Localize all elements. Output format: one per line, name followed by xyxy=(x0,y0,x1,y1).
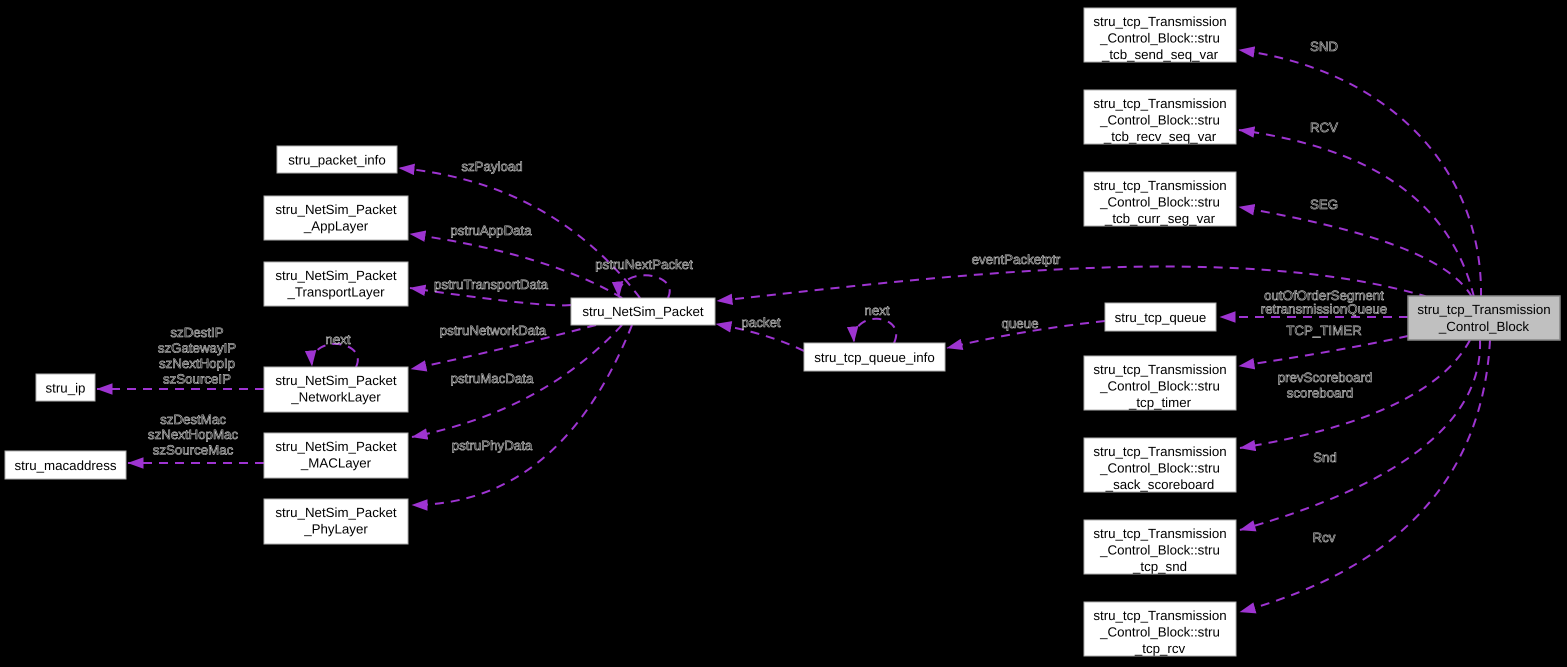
svg-text:next: next xyxy=(325,332,350,347)
svg-text:szSourceIP: szSourceIP xyxy=(163,372,231,387)
svg-text:retransmissionQueue: retransmissionQueue xyxy=(1261,302,1387,317)
svg-text:stru_NetSim_Packet: stru_NetSim_Packet xyxy=(582,304,704,319)
svg-text:_AppLayer: _AppLayer xyxy=(303,219,369,234)
svg-text:szPayload: szPayload xyxy=(461,159,522,174)
svg-text:_sack_scoreboard: _sack_scoreboard xyxy=(1105,477,1215,492)
svg-text:_tcp_rcv: _tcp_rcv xyxy=(1134,641,1186,656)
svg-text:stru_NetSim_Packet: stru_NetSim_Packet xyxy=(275,505,397,520)
svg-text:_Control_Block: _Control_Block xyxy=(1438,319,1530,334)
svg-text:stru_macaddress: stru_macaddress xyxy=(15,458,117,473)
svg-text:_MACLayer: _MACLayer xyxy=(300,456,372,471)
svg-text:_TransportLayer: _TransportLayer xyxy=(286,285,385,300)
svg-text:stru_tcp_queue: stru_tcp_queue xyxy=(1115,310,1207,325)
svg-text:stru_tcp_Transmission: stru_tcp_Transmission xyxy=(1093,444,1226,459)
svg-text:eventPacketptr: eventPacketptr xyxy=(972,252,1061,267)
svg-text:_Control_Block::stru: _Control_Block::stru xyxy=(1099,543,1220,558)
svg-text:pstruNetworkData: pstruNetworkData xyxy=(440,323,547,338)
svg-text:szNextHopMac: szNextHopMac xyxy=(148,427,239,442)
svg-text:stru_tcp_queue_info: stru_tcp_queue_info xyxy=(814,350,935,365)
svg-text:stru_packet_info: stru_packet_info xyxy=(288,153,386,168)
svg-text:pstruTransportData: pstruTransportData xyxy=(434,277,549,292)
svg-text:_tcb_curr_seg_var: _tcb_curr_seg_var xyxy=(1104,211,1216,226)
svg-text:next: next xyxy=(864,303,889,318)
svg-text:stru_NetSim_Packet: stru_NetSim_Packet xyxy=(275,373,397,388)
svg-text:stru_NetSim_Packet: stru_NetSim_Packet xyxy=(275,268,397,283)
svg-text:_Control_Block::stru: _Control_Block::stru xyxy=(1099,113,1220,128)
svg-text:packet: packet xyxy=(741,315,780,330)
svg-text:stru_tcp_Transmission: stru_tcp_Transmission xyxy=(1093,362,1226,377)
svg-text:_Control_Block::stru: _Control_Block::stru xyxy=(1099,625,1220,640)
svg-text:pstruNextPacket: pstruNextPacket xyxy=(595,257,693,272)
svg-text:szSourceMac: szSourceMac xyxy=(153,443,234,458)
svg-text:stru_tcp_Transmission: stru_tcp_Transmission xyxy=(1093,14,1226,29)
svg-text:TCP_TIMER: TCP_TIMER xyxy=(1286,323,1361,338)
svg-text:_Control_Block::stru: _Control_Block::stru xyxy=(1099,461,1220,476)
svg-text:SND: SND xyxy=(1310,39,1338,54)
svg-text:outOfOrderSegment: outOfOrderSegment xyxy=(1264,288,1384,303)
svg-text:pstruMacData: pstruMacData xyxy=(451,371,534,386)
svg-text:_PhyLayer: _PhyLayer xyxy=(303,522,368,537)
svg-text:stru_tcp_Transmission: stru_tcp_Transmission xyxy=(1093,608,1226,623)
svg-text:_tcb_recv_seq_var: _tcb_recv_seq_var xyxy=(1103,129,1217,144)
svg-text:szNextHopIp: szNextHopIp xyxy=(159,356,235,371)
svg-text:pstruAppData: pstruAppData xyxy=(450,223,532,238)
svg-text:Rcv: Rcv xyxy=(1313,530,1336,545)
svg-text:_tcp_timer: _tcp_timer xyxy=(1128,395,1192,410)
svg-text:stru_ip: stru_ip xyxy=(46,381,86,396)
svg-text:SEG: SEG xyxy=(1310,197,1338,212)
svg-text:stru_NetSim_Packet: stru_NetSim_Packet xyxy=(275,439,397,454)
svg-text:stru_tcp_Transmission: stru_tcp_Transmission xyxy=(1093,526,1226,541)
svg-text:prevScoreboard: prevScoreboard xyxy=(1278,370,1373,385)
svg-text:szDestIP: szDestIP xyxy=(170,325,223,340)
svg-text:szGatewayIP: szGatewayIP xyxy=(158,341,236,356)
svg-text:_Control_Block::stru: _Control_Block::stru xyxy=(1099,379,1220,394)
svg-text:stru_tcp_Transmission: stru_tcp_Transmission xyxy=(1417,302,1550,317)
svg-text:_NetworkLayer: _NetworkLayer xyxy=(290,390,381,405)
svg-text:RCV: RCV xyxy=(1310,120,1338,135)
svg-text:_tcp_snd: _tcp_snd xyxy=(1132,559,1187,574)
svg-text:stru_NetSim_Packet: stru_NetSim_Packet xyxy=(275,202,397,217)
svg-text:_tcb_send_seq_var: _tcb_send_seq_var xyxy=(1101,47,1219,62)
svg-text:pstruPhyData: pstruPhyData xyxy=(452,438,533,453)
svg-text:stru_tcp_Transmission: stru_tcp_Transmission xyxy=(1093,178,1226,193)
svg-text:queue: queue xyxy=(1002,316,1039,331)
svg-text:stru_tcp_Transmission: stru_tcp_Transmission xyxy=(1093,96,1226,111)
svg-text:scoreboard: scoreboard xyxy=(1287,386,1354,401)
svg-text:Snd: Snd xyxy=(1313,450,1337,465)
svg-text:_Control_Block::stru: _Control_Block::stru xyxy=(1099,195,1220,210)
svg-text:szDestMac: szDestMac xyxy=(160,412,226,427)
svg-text:_Control_Block::stru: _Control_Block::stru xyxy=(1099,31,1220,46)
